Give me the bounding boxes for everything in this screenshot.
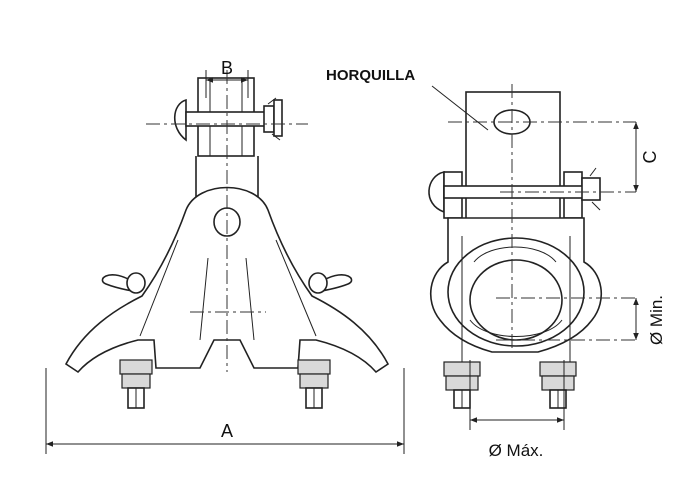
side-bore-inner bbox=[469, 259, 563, 341]
dimension-a-label: A bbox=[221, 421, 233, 441]
side-view bbox=[428, 84, 636, 409]
front-pin-head bbox=[173, 98, 187, 142]
dimension-c-label: C bbox=[640, 151, 660, 164]
front-view bbox=[64, 70, 390, 409]
side-cotter-pin bbox=[581, 177, 601, 201]
dimension-a: A bbox=[45, 368, 405, 454]
dimension-c: C bbox=[633, 122, 660, 192]
side-left-bolt bbox=[443, 361, 481, 409]
dimension-diam-min: Ø Min. bbox=[633, 295, 666, 345]
diam-max-label: Ø Máx. bbox=[489, 441, 544, 460]
side-pin-head bbox=[428, 171, 445, 214]
front-right-bolt bbox=[297, 359, 331, 409]
horquilla-label: HORQUILLA bbox=[326, 67, 415, 84]
horquilla-callout: HORQUILLA bbox=[326, 67, 489, 131]
front-left-bolt bbox=[119, 359, 153, 409]
side-right-bolt bbox=[539, 361, 577, 409]
dimension-b-label: B bbox=[221, 58, 233, 78]
dimension-b: B bbox=[205, 58, 249, 98]
dimension-diam-max: Ø Máx. bbox=[469, 360, 565, 460]
diam-min-label: Ø Min. bbox=[647, 295, 666, 345]
front-cotter-pin bbox=[263, 105, 275, 133]
